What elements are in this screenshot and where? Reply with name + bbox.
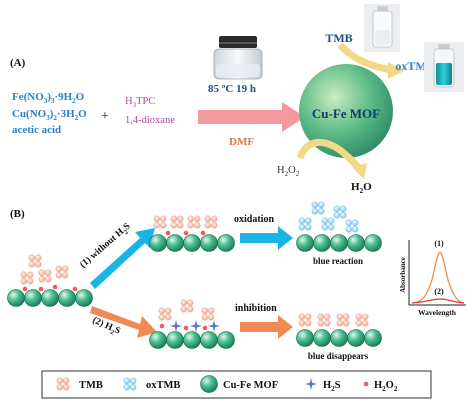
ligand-h3tpc: H3TPC [125, 96, 155, 109]
synthesis-arrow [198, 102, 305, 132]
legend-h2s-label: H2S [323, 380, 341, 393]
legend-h2o2-icon [363, 381, 369, 387]
mof-with-tmb-h2s [149, 299, 235, 349]
plus-sign: + [101, 109, 109, 124]
inhibition-label: inhibition [235, 303, 277, 314]
reagent-cu-nitrate: Cu(NO3)2·3H2O [12, 108, 87, 122]
reaction-jar-icon [213, 36, 263, 80]
legend-h2o2-label: H2O2 [374, 380, 398, 393]
legend-oxtmb-label: oxTMB [146, 380, 180, 391]
h2o-arrowhead [352, 163, 367, 179]
plot-ylabel: Absorbance [399, 257, 407, 293]
h2o2-label: H2O2 [277, 165, 300, 178]
oxidation-curve-arrow [337, 42, 393, 74]
curve-2 [411, 298, 465, 304]
blue-reaction-label: blue reaction [313, 256, 363, 266]
cu-fe-mof-sphere [299, 64, 393, 158]
plot-xlabel: Wavelength [418, 308, 457, 317]
reagent-acetic-acid: acetic acid [12, 124, 61, 136]
oxidation-arrowhead [388, 62, 404, 79]
tmb-label: TMB [325, 31, 352, 45]
mof-with-oxtmb [296, 201, 382, 252]
blue-disappears-label: blue disappears [308, 351, 369, 361]
legend-mof-icon [200, 375, 218, 393]
panel-a-label: (A) [10, 57, 26, 69]
solvent-dioxane: 1,4-dioxane [125, 115, 175, 126]
blue-vial-photo [424, 42, 464, 92]
curve-1 [411, 251, 465, 304]
reagent-fe-nitrate: Fe(NO3)3·9H2O [12, 91, 85, 105]
h2o2-curve-arrow [296, 139, 363, 173]
synthesis-condition: 85 ºC 19 h [208, 83, 256, 95]
curve-1-label: (1) [434, 239, 444, 248]
mof-with-tmb-inhibited [296, 313, 382, 347]
mof-with-tmb-upper [149, 215, 235, 252]
legend-tmb-label: TMB [79, 380, 103, 391]
colorless-vial-photo [364, 4, 400, 52]
legend-mof-label: Cu-Fe MOF [223, 380, 278, 391]
curve-2-label: (2) [434, 287, 444, 296]
path-1-label: (1) without H2S [78, 221, 134, 272]
dmf-label: DMF [229, 136, 254, 148]
oxidation-arrow [240, 226, 293, 250]
absorbance-plot [408, 240, 466, 306]
inhibition-arrow [240, 315, 293, 339]
panel-b-label: (B) [10, 208, 25, 220]
path-1-arrow [90, 228, 155, 289]
mof-label: Cu-Fe MOF [312, 106, 380, 121]
h2o-label: H2O [351, 181, 372, 195]
oxidation-label: oxidation [234, 214, 274, 225]
path-2-arrow [90, 306, 157, 338]
